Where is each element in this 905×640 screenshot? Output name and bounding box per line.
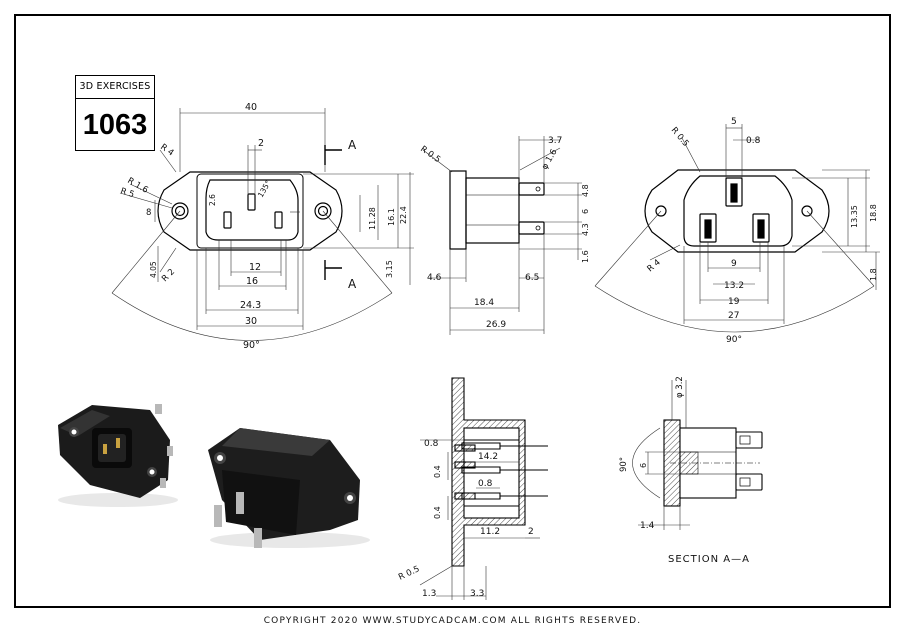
bottom-section-view bbox=[451, 377, 548, 567]
sheet-border bbox=[14, 14, 891, 608]
bs-dim-1-3: 1.3 bbox=[422, 589, 436, 599]
dim-8: 8 bbox=[146, 208, 151, 218]
side-dim-18-4: 18.4 bbox=[474, 298, 494, 308]
dim-12: 12 bbox=[249, 262, 261, 273]
rear-view bbox=[644, 169, 830, 253]
dim-2: 2 bbox=[258, 138, 264, 149]
bs-dim-0-4a: 0.4 bbox=[433, 465, 442, 478]
section-aa-labels: φ 3.2 90° 6 1.4 SECTION A—A bbox=[619, 376, 750, 565]
dim-24-3: 24.3 bbox=[240, 300, 261, 311]
side-dim-r05: R 0.5 bbox=[418, 144, 442, 165]
side-flange bbox=[449, 170, 467, 250]
bs-dim-0-8b: 0.8 bbox=[478, 479, 493, 489]
rear-dim-1-8: 1.8 bbox=[869, 268, 878, 281]
front-view bbox=[157, 171, 343, 251]
dim-r5: R 5 bbox=[119, 186, 135, 200]
dim-90-front: 90° bbox=[243, 340, 260, 351]
rear-dim-90: 90° bbox=[726, 335, 742, 345]
front-dim-labels: 40 2 R 4 R 1.6 R 5 8 2.6 135° 12 16 24.3… bbox=[119, 102, 408, 351]
rear-view-dimensions bbox=[594, 124, 880, 333]
dim-4-05: 4.05 bbox=[149, 261, 158, 278]
rear-dim-r4: R 4 bbox=[646, 258, 663, 275]
side-dim-6: 6 bbox=[581, 209, 590, 214]
side-dim-1-6: 1.6 bbox=[581, 250, 590, 263]
rear-dim-0-8: 0.8 bbox=[746, 136, 761, 146]
dim-r2: R 2 bbox=[160, 267, 177, 284]
side-terminal-2 bbox=[518, 221, 545, 235]
section-aa-dimensions bbox=[632, 380, 690, 530]
side-dim-4-3: 4.3 bbox=[581, 223, 590, 236]
side-dim-labels: R 0.5 3.7 φ 1.6 4.8 6 4.3 1.6 4.6 6.5 18… bbox=[418, 136, 590, 330]
dim-16-1: 16.1 bbox=[387, 208, 396, 226]
section-aa-caption: SECTION A—A bbox=[668, 554, 750, 565]
bottom-section-dimensions bbox=[419, 439, 540, 600]
dim-11-28: 11.28 bbox=[368, 207, 377, 230]
side-dim-4-6: 4.6 bbox=[427, 273, 442, 283]
exercise-number: 1063 bbox=[82, 109, 148, 141]
side-view-dimensions bbox=[422, 136, 582, 335]
rear-dim-13-2: 13.2 bbox=[724, 281, 744, 291]
dim-22-4: 22.4 bbox=[399, 206, 408, 224]
saa-dim-1-4: 1.4 bbox=[640, 521, 655, 531]
side-dim-4-8: 4.8 bbox=[581, 184, 590, 197]
title-block-label: 3D EXERCISES bbox=[76, 76, 154, 99]
bs-dim-0-4b: 0.4 bbox=[433, 506, 442, 519]
dim-135: 135° bbox=[256, 179, 273, 199]
rear-dim-9: 9 bbox=[731, 259, 737, 269]
saa-dim-d32: φ 3.2 bbox=[675, 376, 685, 398]
side-dim-6-5: 6.5 bbox=[525, 273, 539, 283]
rear-dim-19: 19 bbox=[728, 297, 740, 307]
section-markers bbox=[324, 145, 342, 280]
section-aa-view bbox=[663, 419, 763, 507]
front-socket-opening bbox=[205, 179, 299, 241]
side-view bbox=[449, 170, 545, 250]
rear-dim-27: 27 bbox=[728, 311, 739, 321]
side-dim-d16: φ 1.6 bbox=[540, 148, 560, 172]
bs-dim-3-3: 3.3 bbox=[470, 589, 484, 599]
rear-dim-r05: R 0.5 bbox=[669, 126, 691, 149]
bs-dim-0-8a: 0.8 bbox=[424, 439, 439, 449]
render-front-3d bbox=[58, 404, 178, 507]
side-dim-3-7: 3.7 bbox=[548, 136, 562, 146]
rear-dim-18-8: 18.8 bbox=[869, 204, 878, 222]
rear-dim-13-35: 13.35 bbox=[850, 205, 859, 228]
dim-30: 30 bbox=[245, 316, 257, 327]
dim-16: 16 bbox=[246, 276, 258, 287]
copyright-notice: COPYRIGHT 2020 WWW.STUDYCADCAM.COM ALL R… bbox=[263, 616, 642, 626]
side-body bbox=[465, 177, 520, 244]
title-block: 3D EXERCISES 1063 bbox=[75, 75, 155, 151]
dim-r4: R 4 bbox=[158, 142, 175, 158]
bs-dim-2: 2 bbox=[528, 527, 534, 537]
front-view-dimensions bbox=[111, 108, 414, 341]
dim-40: 40 bbox=[245, 102, 257, 113]
bs-dim-r05: R 0.5 bbox=[397, 564, 421, 582]
front-flange-outline bbox=[157, 171, 343, 251]
saa-dim-90: 90° bbox=[619, 457, 629, 472]
section-mark-top: A bbox=[348, 138, 357, 152]
rear-body-outline bbox=[683, 175, 793, 247]
render-rear-3d bbox=[208, 428, 370, 548]
saa-dim-6: 6 bbox=[639, 463, 648, 468]
side-terminal-1 bbox=[518, 182, 545, 196]
rear-dim-5: 5 bbox=[731, 117, 737, 127]
section-mark-bottom: A bbox=[348, 277, 357, 291]
side-dim-26-9: 26.9 bbox=[486, 320, 506, 330]
bs-dim-14-2: 14.2 bbox=[478, 452, 498, 462]
rear-flange-outline bbox=[644, 169, 830, 253]
dim-3-15: 3.15 bbox=[385, 260, 394, 278]
bs-dim-11-2: 11.2 bbox=[480, 527, 500, 537]
dim-2-6: 2.6 bbox=[208, 194, 217, 206]
